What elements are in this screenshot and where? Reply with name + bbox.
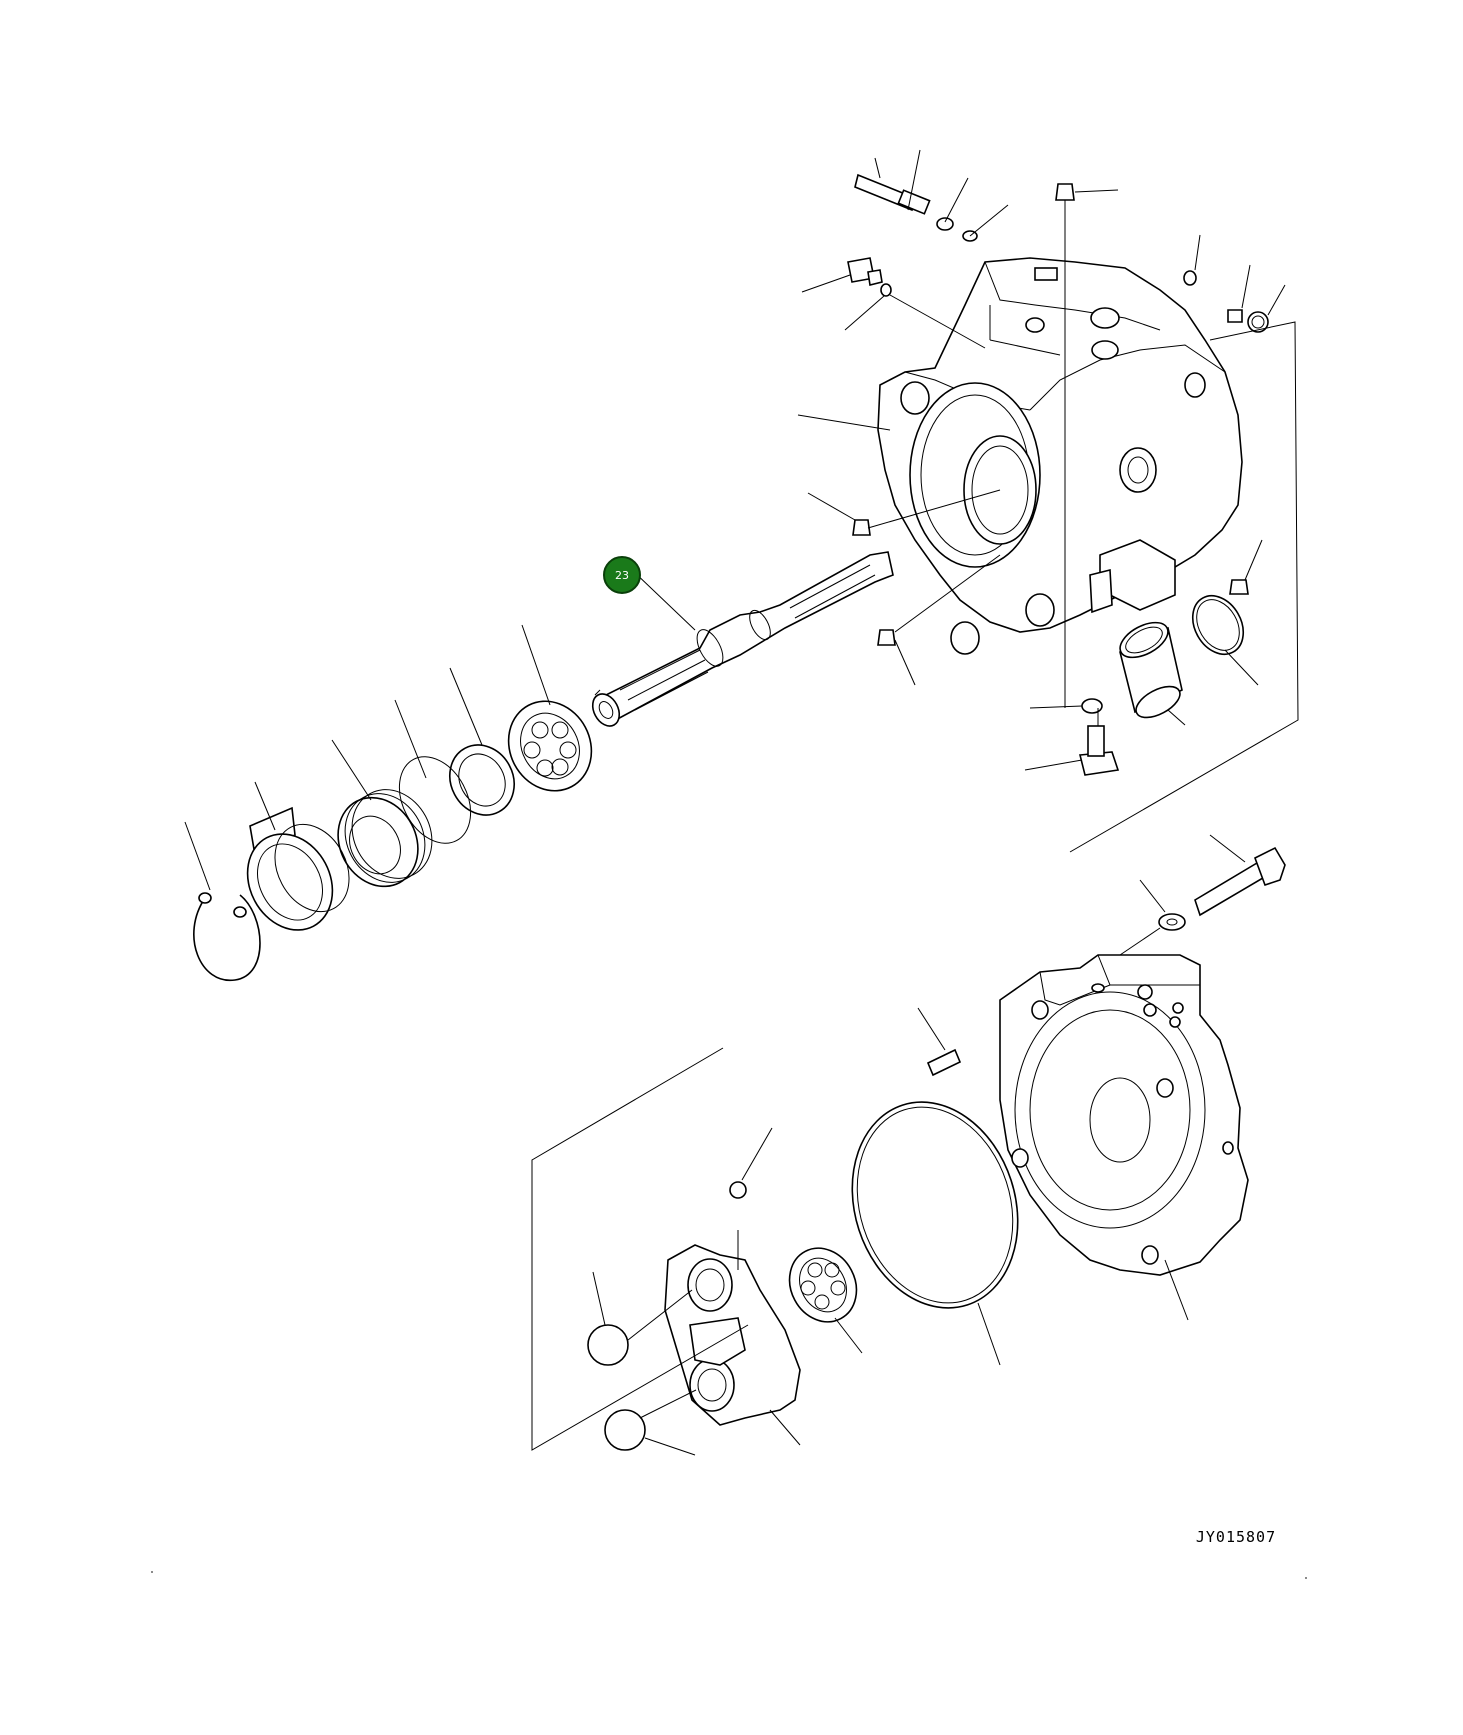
callout-badge[interactable] bbox=[603, 556, 641, 594]
lower-end-cover bbox=[999, 954, 1249, 1321]
bearing-and-seals bbox=[184, 569, 696, 981]
lower-detail-parts bbox=[531, 834, 1286, 1456]
drawing-code: JY015807 bbox=[1196, 1528, 1276, 1546]
upper-detail-fasteners bbox=[797, 149, 1299, 853]
drive-shaft bbox=[591, 551, 894, 727]
upper-pump-housing bbox=[877, 257, 1243, 655]
callout-23[interactable]: 23 bbox=[603, 556, 641, 594]
corner-mark-left bbox=[151, 1571, 153, 1573]
callout-label: 23 bbox=[615, 569, 629, 582]
corner-mark-right bbox=[1305, 1577, 1307, 1579]
